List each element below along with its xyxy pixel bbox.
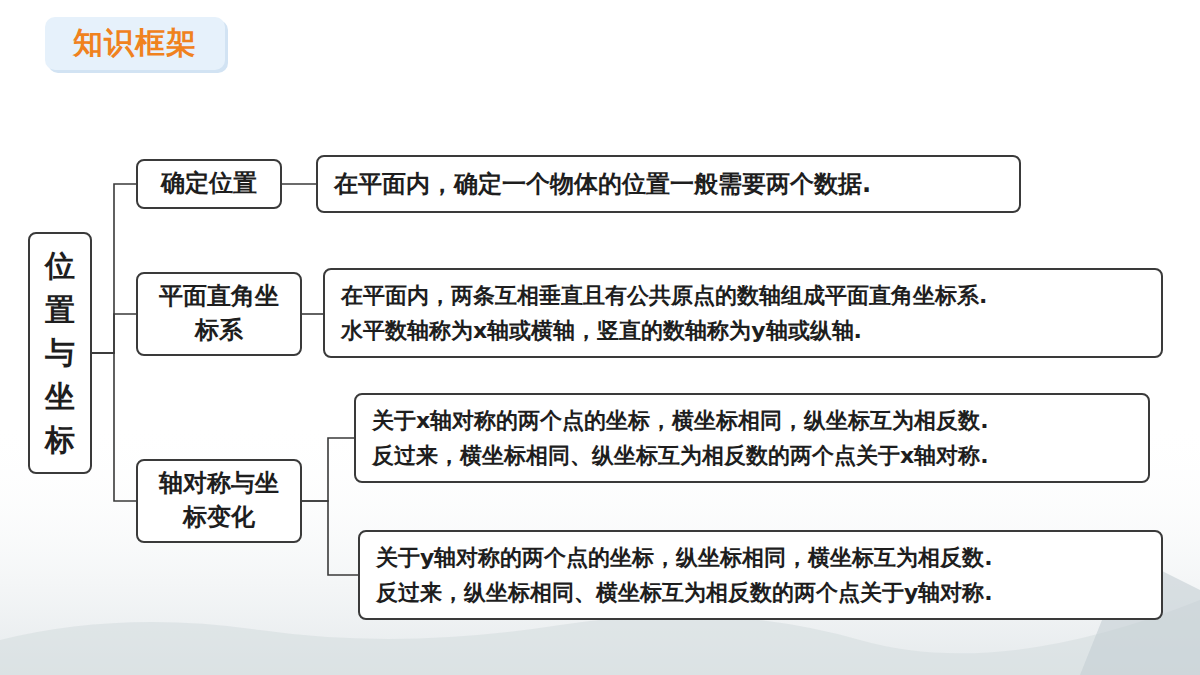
title-tab: 知识框架	[45, 17, 225, 70]
detail-box: 在平面内，确定一个物体的位置一般需要两个数据.	[316, 155, 1021, 213]
branch-box: 轴对称与坐标变化	[136, 459, 302, 542]
node-text: 在平面内，确定一个物体的位置一般需要两个数据.	[334, 165, 1003, 203]
node-text: 反过来，横坐标相同、纵坐标互为相反数的两个点关于x轴对称.	[372, 438, 1132, 473]
bracket-connector	[302, 313, 323, 315]
bracket-connector	[282, 183, 316, 185]
title-text: 知识框架	[73, 25, 197, 60]
bracket-connector	[92, 353, 136, 501]
node-text: 平面直角坐标系	[152, 280, 286, 347]
node-text: 轴对称与坐标变化	[152, 467, 286, 534]
bracket-connector	[92, 314, 136, 353]
bracket-connector	[302, 438, 354, 501]
bracket-connector	[92, 184, 136, 353]
node-text: 确定位置	[152, 167, 266, 201]
node-text: 关于y轴对称的两个点的坐标，纵坐标相同，横坐标互为相反数.	[376, 540, 1145, 575]
node-text: 关于x轴对称的两个点的坐标，横坐标相同，纵坐标互为相反数.	[372, 403, 1132, 438]
node-text: 水平数轴称为x轴或横轴，竖直的数轴称为y轴或纵轴.	[341, 313, 1145, 348]
bracket-connector	[302, 501, 358, 575]
branch-box: 平面直角坐标系	[136, 272, 302, 355]
detail-box: 关于x轴对称的两个点的坐标，横坐标相同，纵坐标互为相反数.反过来，横坐标相同、纵…	[354, 393, 1150, 483]
node-text: 在平面内，两条互相垂直且有公共原点的数轴组成平面直角坐标系.	[341, 278, 1145, 313]
node-text: 反过来，纵坐标相同、横坐标互为相反数的两个点关于y轴对称.	[376, 575, 1145, 610]
node-text: 位置与坐标	[45, 244, 75, 462]
branch-box: 确定位置	[136, 159, 282, 209]
detail-box: 在平面内，两条互相垂直且有公共原点的数轴组成平面直角坐标系.水平数轴称为x轴或横…	[323, 268, 1163, 358]
root-box: 位置与坐标	[28, 232, 92, 474]
detail-box: 关于y轴对称的两个点的坐标，纵坐标相同，横坐标互为相反数.反过来，纵坐标相同、横…	[358, 530, 1163, 620]
